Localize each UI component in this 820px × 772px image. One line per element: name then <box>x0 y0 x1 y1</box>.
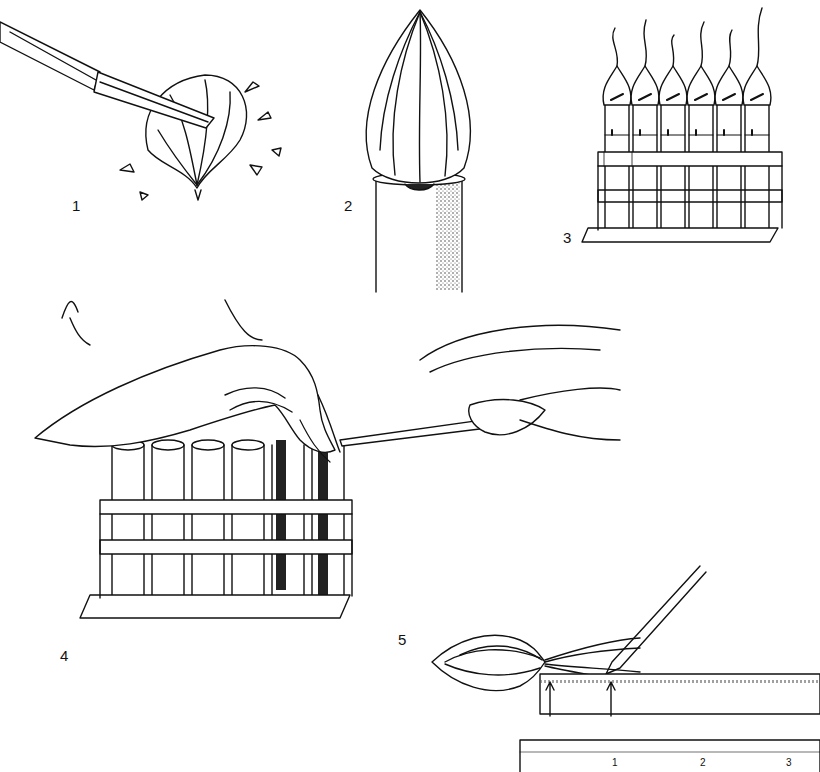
shoots <box>613 8 762 66</box>
panel-number: 5 <box>398 632 406 647</box>
panel-number: 4 <box>60 648 68 663</box>
panel-number: 3 <box>563 230 571 245</box>
knife-and-onion <box>0 22 281 200</box>
scale-number: 3 <box>786 758 792 768</box>
panel-number: 2 <box>344 198 352 213</box>
tube-rack-with-onions <box>582 8 782 242</box>
tubes <box>605 100 769 236</box>
onions <box>603 66 771 105</box>
scale-number: 1 <box>612 758 618 768</box>
scale-number: 2 <box>700 758 706 768</box>
root-measurement <box>432 566 820 772</box>
onion-on-tube <box>366 10 470 292</box>
panel-number: 1 <box>72 198 80 213</box>
root-sampling-scene <box>35 300 620 618</box>
